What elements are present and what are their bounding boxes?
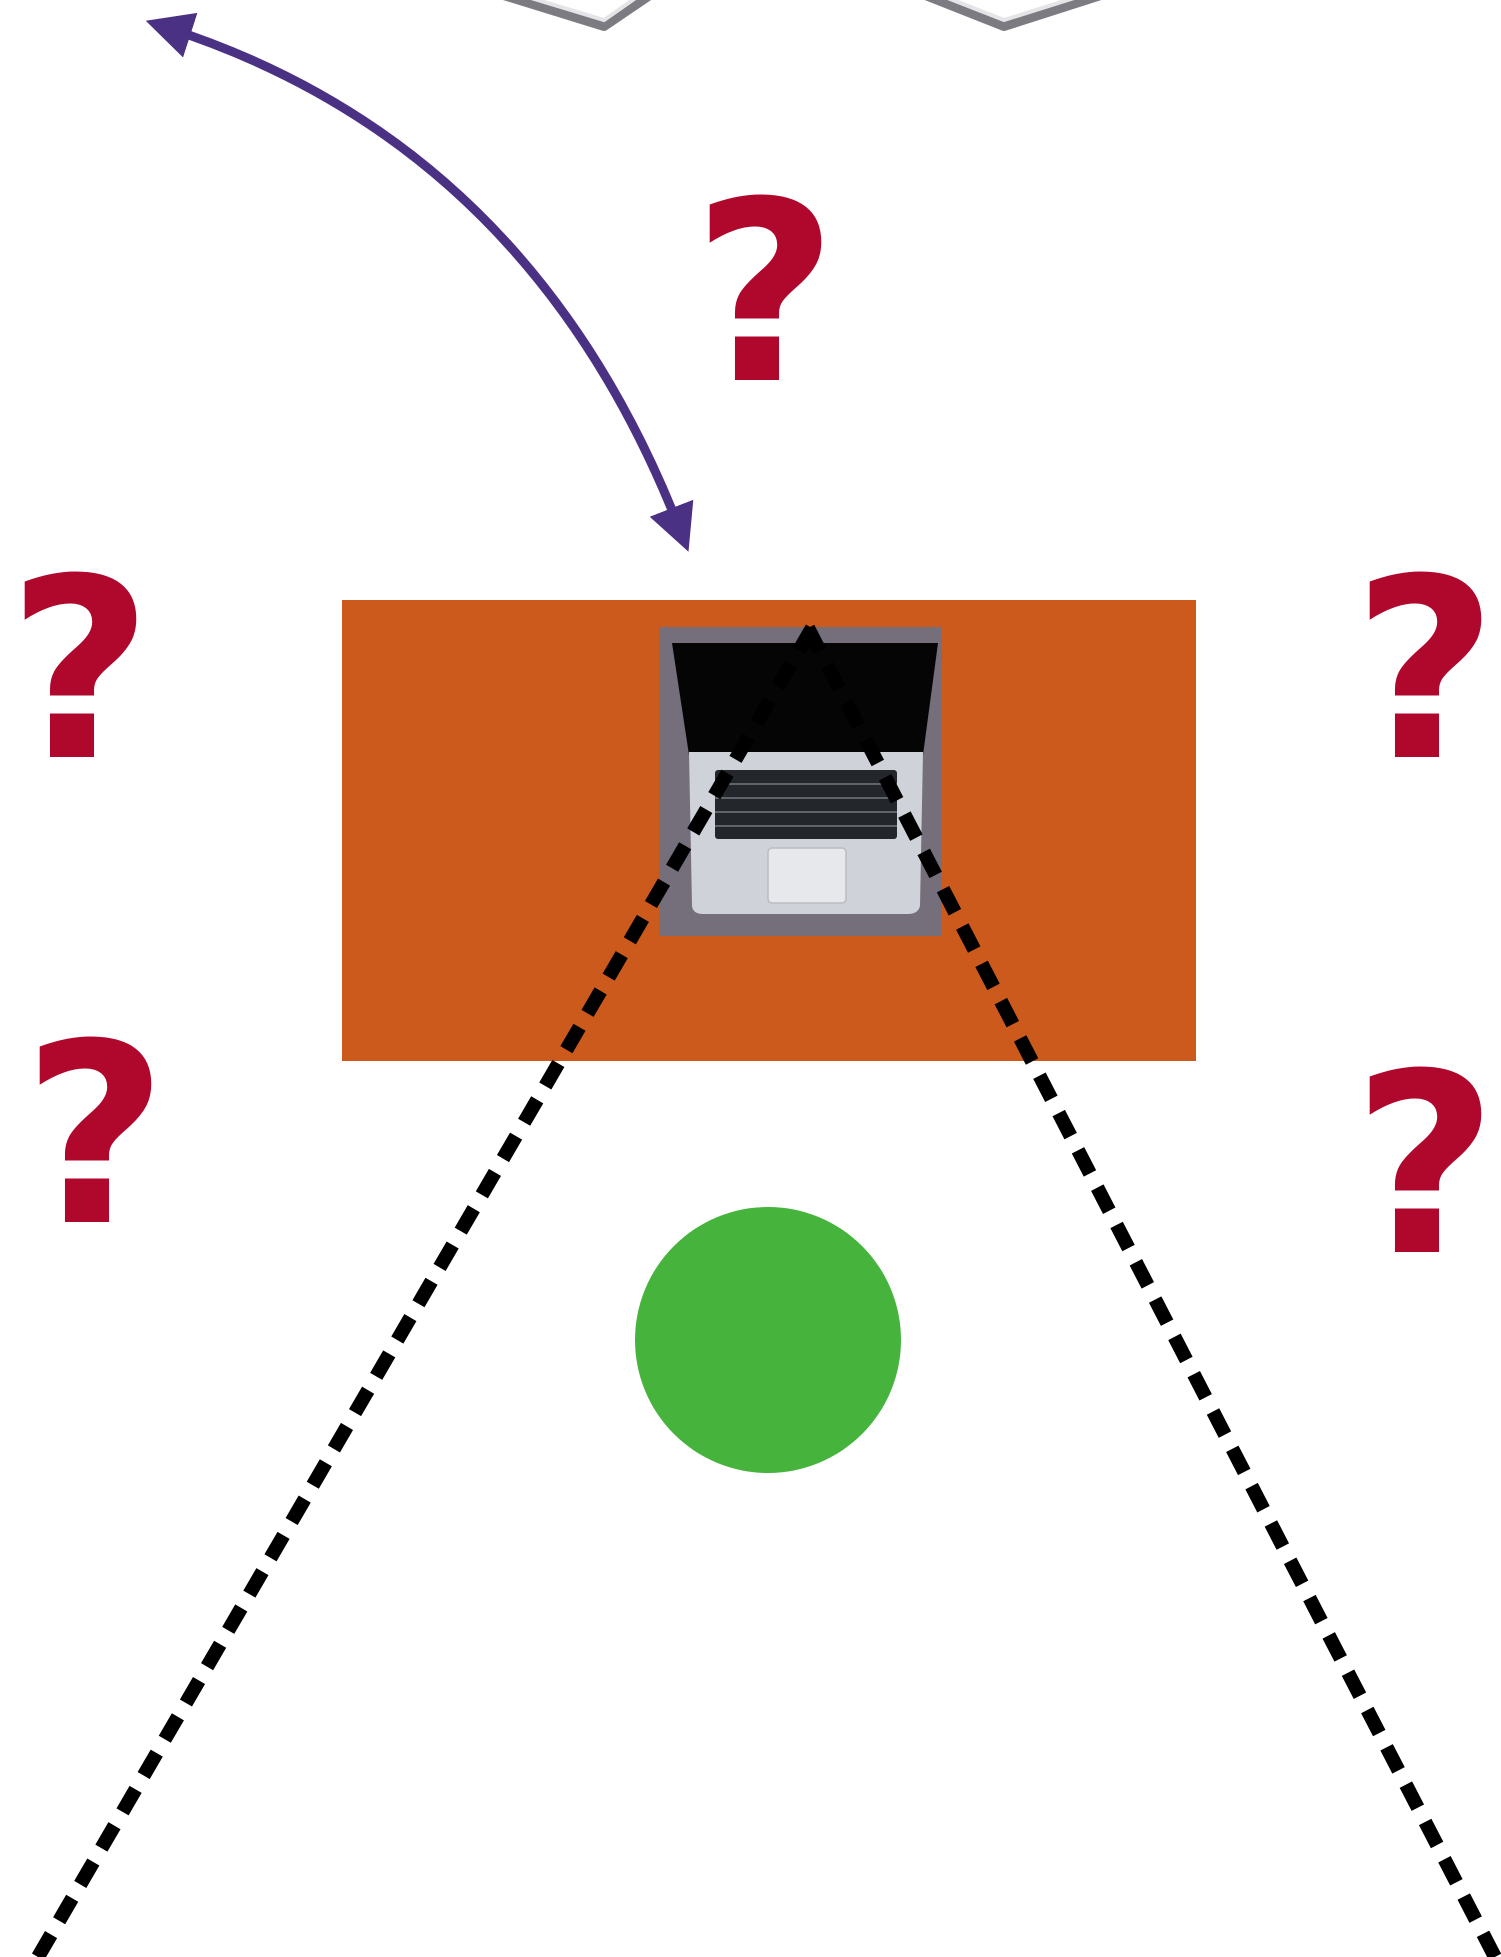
person-marker [635,1207,901,1473]
question-mark-left-upper: ? [7,525,152,816]
question-mark-left-lower: ? [22,990,167,1281]
laptop-icon [659,627,942,936]
curved-arrow [145,12,694,552]
sight-line-left [31,624,819,1957]
question-mark-right-lower: ? [1352,1020,1497,1311]
question-mark-top: ? [692,148,837,439]
top-object-left [502,0,652,31]
top-object-right [924,0,1102,31]
question-mark-right-upper: ? [1352,525,1497,816]
